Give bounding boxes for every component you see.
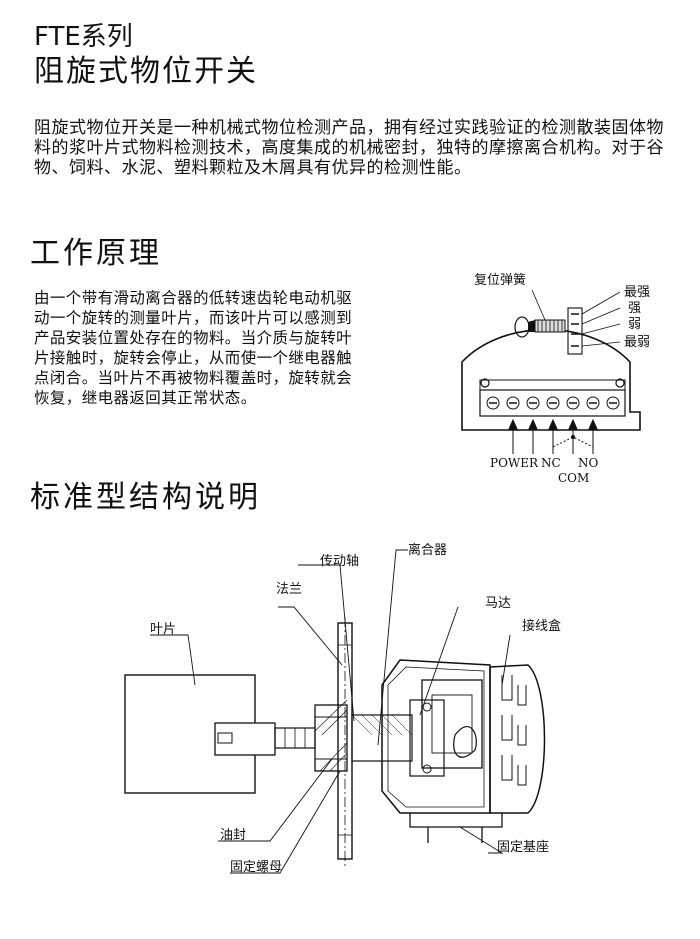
level-min: 最弱	[624, 335, 650, 350]
label-fixing-nut: 固定螺母	[230, 860, 282, 875]
terminal-block	[479, 389, 626, 417]
lever-pivot	[514, 316, 530, 338]
level-weak: 弱	[628, 317, 641, 332]
mount-hole	[615, 378, 625, 388]
intro-paragraph: 阻旋式物位开关是一种机械式物位检测产品，拥有经过实践验证的检测散装固体物料的浆叶…	[34, 118, 664, 178]
housing-outline	[461, 328, 641, 431]
label-motor: 马达	[485, 596, 511, 611]
junction-box-drawing	[489, 664, 546, 814]
motor-drawing	[421, 679, 483, 769]
housing-drawing	[381, 659, 491, 814]
terminal-no: NO	[578, 456, 599, 470]
label-fixing-base: 固定基座	[497, 840, 549, 855]
terminal-nc: NC	[541, 456, 561, 470]
label-flange: 法兰	[276, 582, 302, 597]
tension-bracket	[567, 307, 583, 355]
principle-paragraph: 由一个带有滑动离合器的低转速齿轮电动机驱动一个旋转的测量叶片，而该叶片可以感测到…	[34, 289, 353, 407]
label-oil-seal: 油封	[220, 828, 246, 843]
level-strong: 强	[628, 301, 641, 316]
structure-heading: 标准型结构说明	[30, 480, 261, 515]
fixing-nut-drawing	[314, 704, 348, 772]
page-title: 阻旋式物位开关	[34, 54, 258, 89]
mount-hole	[480, 378, 490, 388]
principle-heading: 工作原理	[30, 236, 162, 271]
fixing-base-drawing	[409, 813, 503, 843]
spring-label: 复位弹簧	[474, 272, 526, 288]
label-junction-box: 接线盒	[522, 618, 561, 634]
label-shaft: 传动轴	[320, 554, 359, 569]
structure-diagram: 传动轴 离合器 法兰 马达 叶片 接线盒 油封 固定螺母 固定基座	[124, 542, 561, 875]
terminal-power: POWER	[490, 456, 539, 470]
clutch-drawing	[409, 699, 445, 777]
wiring-diagram: 复位弹簧 最强 强 弱 最弱 POWER NC NO COM	[461, 272, 650, 485]
level-max: 最强	[624, 285, 650, 300]
blade-hub	[214, 722, 276, 756]
label-clutch: 离合器	[408, 542, 447, 558]
series-name: FTE系列	[34, 22, 133, 52]
label-blade: 叶片	[150, 622, 176, 637]
terminal-com: COM	[558, 471, 589, 485]
